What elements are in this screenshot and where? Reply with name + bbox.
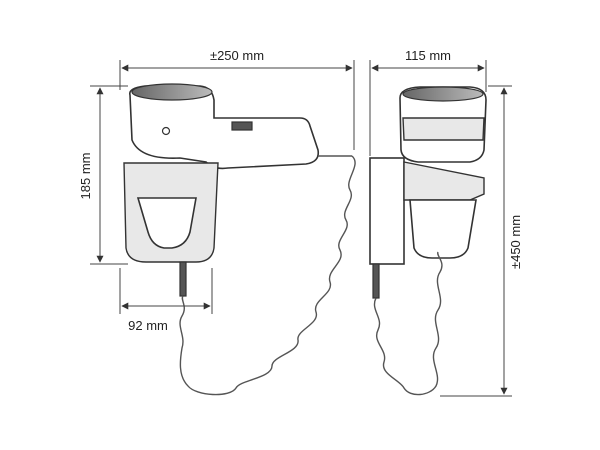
front-button-dot [161,126,171,136]
dim-side-width: 115 mm [369,48,487,156]
dim-front-width-label: ±250 mm [210,48,264,63]
side-view [369,86,487,396]
front-view [123,83,356,396]
front-coiled-cord [179,155,356,396]
dim-front-height: 185 mm [78,85,128,265]
front-switch [231,121,253,131]
dim-front-height-label: 185 mm [78,153,93,200]
side-grille [402,86,484,102]
dim-base-width-label: 92 mm [128,318,168,333]
side-coiled-cord [373,251,443,396]
front-grille [131,83,213,101]
front-cord-exit [179,261,187,297]
side-cord-exit [372,263,380,299]
side-handle [409,199,477,259]
side-wall-plate [369,157,405,265]
dim-side-height: ±450 mm [440,85,523,397]
side-holder [403,161,485,201]
front-holder-cup [136,197,197,249]
dim-base-width: 92 mm [119,268,213,333]
dim-side-width-label: 115 mm [405,48,451,63]
dim-side-height-label: ±450 mm [508,215,523,269]
side-dryer-band [402,117,485,141]
dim-front-width: ±250 mm [119,48,355,150]
